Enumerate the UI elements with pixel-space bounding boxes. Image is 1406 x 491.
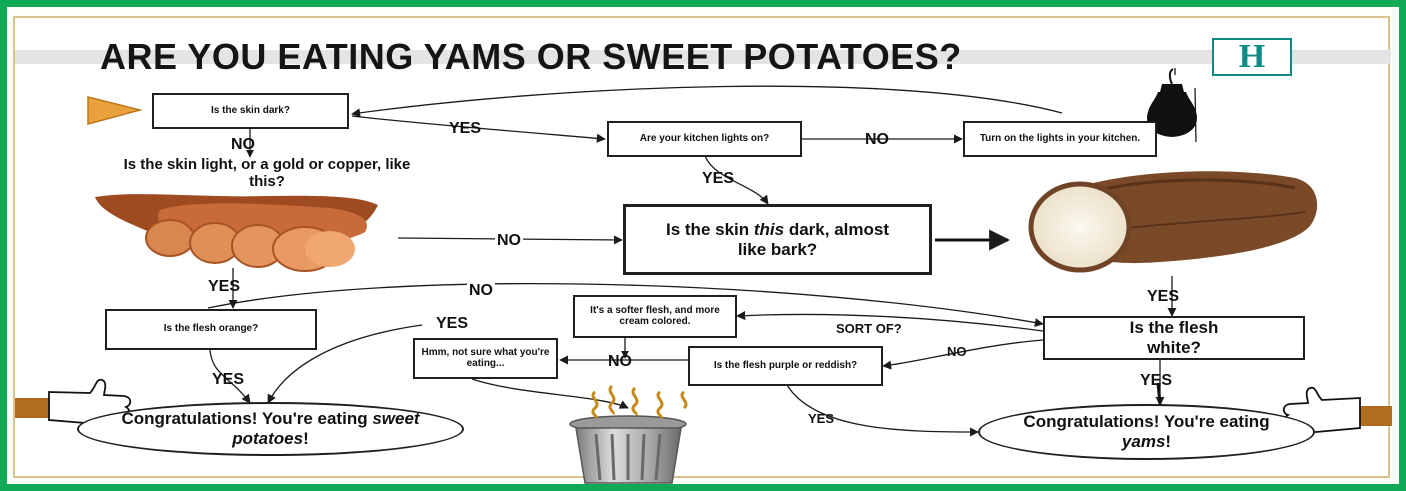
label-no-softer: NO [608,353,632,370]
connector-lights-yes [704,155,769,205]
yam-image [1028,171,1318,273]
node-skin-light: Is the skin light, or a gold or copper, … [123,156,411,190]
label-no-lights: NO [865,131,889,148]
trash-can-icon [569,415,687,484]
label-no-white: NO [947,344,967,359]
node-flesh-orange: Is the flesh orange? [105,309,317,350]
label-sort-of: SORT OF? [836,321,902,336]
stink-lines-icon [591,384,688,420]
node-not-sure: Hmm, not sure what you're eating... [413,338,558,379]
page-title: ARE YOU EATING YAMS OR SWEET POTATOES? [100,36,962,77]
connector-orange-yes [209,349,251,404]
label-yes-skin-dark: YES [449,120,482,137]
node-skin-bark: Is the skin this dark, almost like bark? [623,204,932,275]
label-yes-curve: YES [436,315,469,332]
label-no-sweet-potato: NO [495,232,523,249]
connector-purple-yes [786,384,979,437]
label-yes-orange: YES [212,371,245,388]
connector-yes-curve [267,324,423,404]
label-yes-sweet-potato: YES [208,278,241,295]
label-yes-lights: YES [702,170,735,187]
logo: H [1212,38,1292,76]
connector-skin-dark-yes [351,115,606,143]
connector-sortof [736,311,1044,332]
node-flesh-white: Is the flesh white? [1043,316,1305,360]
label-yes-yam: YES [1147,288,1180,305]
node-congrats-sweet: Congratulations! You're eating sweet pot… [77,402,464,456]
node-kitchen-lights: Are your kitchen lights on? [607,121,802,157]
label-yes-purple: YES [808,411,835,426]
title-band [15,50,1391,64]
start-arrow-icon [87,96,143,125]
lamp-icon [1147,68,1197,137]
label-no-orange: NO [467,282,495,299]
node-turn-on-lights: Turn on the lights in your kitchen. [963,121,1157,157]
connector-lamp-to-skin-dark [351,85,1063,118]
sweet-potato-image [95,194,378,272]
label-yes-white: YES [1140,372,1173,389]
node-skin-dark: Is the skin dark? [152,93,349,129]
connector-notsure-to-can [471,378,629,409]
connector-white-no-to-purple [882,339,1044,370]
label-no-skin-dark: NO [231,136,255,153]
node-congrats-yams: Congratulations! You're eating yams! [978,404,1315,460]
node-softer-flesh: It's a softer flesh, and more cream colo… [573,295,737,338]
node-flesh-purple: Is the flesh purple or reddish? [688,346,883,386]
connector-orange-no [207,283,1044,328]
